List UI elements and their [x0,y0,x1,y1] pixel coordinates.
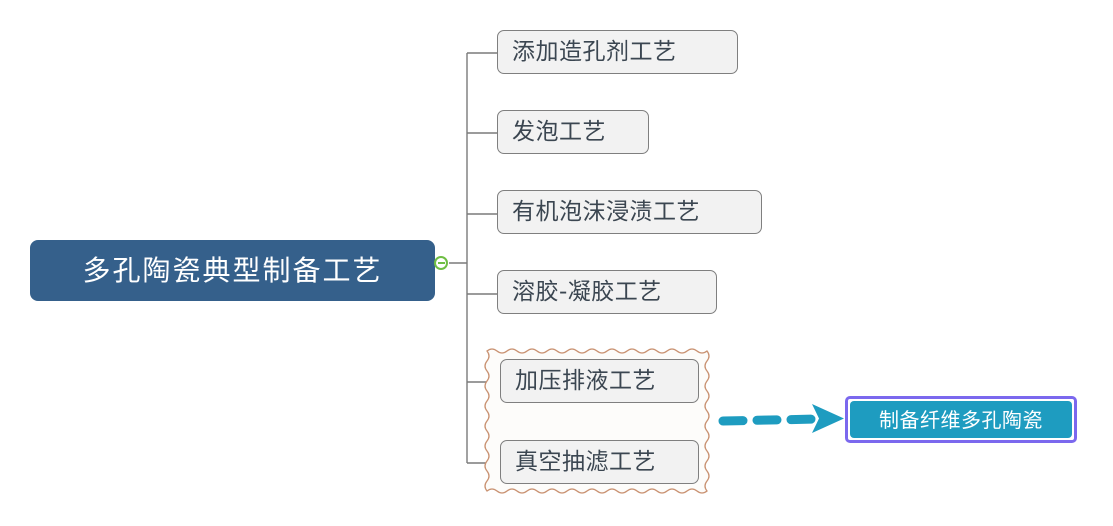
node-fiber-porous-ceramic-selected[interactable]: 制备纤维多孔陶瓷 [845,396,1077,443]
node-label: 真空抽滤工艺 [515,448,656,475]
target-node-body: 制备纤维多孔陶瓷 [850,401,1072,438]
node-sol-gel[interactable]: 溶胶-凝胶工艺 [497,270,717,314]
node-pressure-drainage[interactable]: 加压排液工艺 [500,359,699,403]
dashed-arrow-icon [718,404,844,433]
minus-glyph [437,262,445,264]
root-node-label: 多孔陶瓷典型制备工艺 [82,253,383,287]
node-label: 有机泡沫浸渍工艺 [512,198,700,225]
node-organic-foam-impregnation[interactable]: 有机泡沫浸渍工艺 [497,190,762,234]
node-vacuum-filtration[interactable]: 真空抽滤工艺 [500,440,699,484]
node-label: 添加造孔剂工艺 [512,38,677,65]
node-label: 加压排液工艺 [515,367,656,394]
minus-circle-icon[interactable] [434,256,448,270]
node-label: 发泡工艺 [512,118,606,145]
target-node-label: 制备纤维多孔陶瓷 [879,407,1043,432]
node-foaming[interactable]: 发泡工艺 [497,110,649,154]
root-node[interactable]: 多孔陶瓷典型制备工艺 [30,240,435,301]
node-label: 溶胶-凝胶工艺 [512,278,662,305]
node-add-pore-former[interactable]: 添加造孔剂工艺 [497,30,738,74]
